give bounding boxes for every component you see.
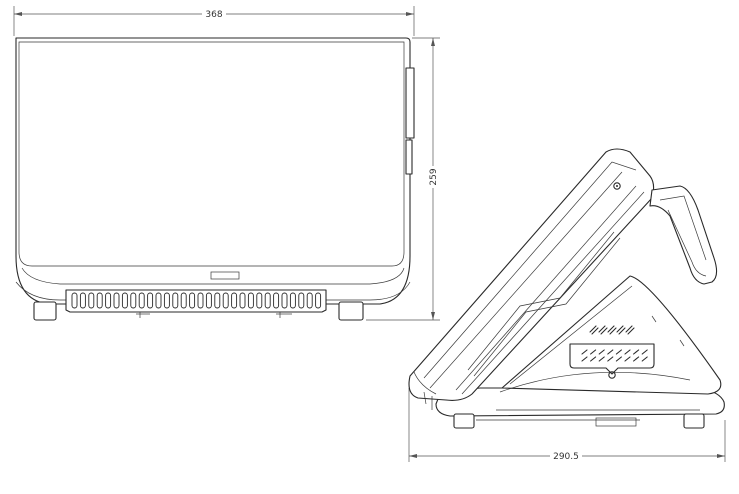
side-view: 290.5 xyxy=(408,148,726,462)
front-view: 368 259 xyxy=(13,6,440,321)
vent-slot xyxy=(625,325,633,333)
vent-slot xyxy=(231,292,238,309)
vent-slot xyxy=(71,292,78,309)
vent-slot xyxy=(615,356,622,362)
vent-slot xyxy=(607,356,614,362)
vent-slot xyxy=(591,327,599,335)
vent-slot xyxy=(273,292,280,309)
dimension-height-label: 259 xyxy=(429,168,439,185)
vent-slot xyxy=(641,349,648,355)
vent-slot xyxy=(607,325,615,333)
dimension-depth: 290.5 xyxy=(408,388,726,462)
vent-slot xyxy=(589,325,597,333)
vent-slot xyxy=(138,292,145,309)
vent-slot xyxy=(214,292,221,309)
dimension-depth-label: 290.5 xyxy=(553,452,579,462)
vent-slot xyxy=(624,349,631,355)
vent-slot xyxy=(256,292,263,309)
vent-slot xyxy=(180,292,187,309)
vent-slot xyxy=(155,292,162,309)
vent-slot xyxy=(581,356,588,362)
vent-slot xyxy=(618,327,626,335)
vent-slot xyxy=(247,292,254,309)
vent-slot xyxy=(624,356,631,362)
vent-slot xyxy=(289,292,296,309)
vent-slot xyxy=(163,292,170,309)
vent-slot xyxy=(315,292,322,309)
vent-slot xyxy=(113,292,120,309)
dimension-width-label: 368 xyxy=(205,10,222,20)
stand-vent-slots xyxy=(589,325,635,335)
vent-slot xyxy=(600,327,608,335)
vent-slot xyxy=(79,292,86,309)
vent-slot xyxy=(222,292,229,309)
vent-slot xyxy=(88,292,95,309)
vent-slot xyxy=(590,349,597,355)
vent-slot xyxy=(641,356,648,362)
vent-slot xyxy=(130,292,137,309)
vent-slot xyxy=(197,292,204,309)
vent-slot xyxy=(172,292,179,309)
vent-slot xyxy=(96,292,103,309)
vent-slot xyxy=(598,325,606,333)
vent-slot xyxy=(609,327,617,335)
vent-slot xyxy=(298,292,305,309)
vent-slot xyxy=(306,292,313,309)
vent-slot xyxy=(189,292,196,309)
vent-slot xyxy=(607,349,614,355)
vent-slot xyxy=(633,349,640,355)
vent-slot xyxy=(598,349,605,355)
vent-slot xyxy=(616,325,624,333)
vent-slot xyxy=(633,356,640,362)
vent-slot xyxy=(598,356,605,362)
dimension-height: 259 xyxy=(366,37,440,321)
vent-slot xyxy=(281,292,288,309)
vent-slot xyxy=(105,292,112,309)
vent-slot xyxy=(121,292,128,309)
vent-slot xyxy=(147,292,154,309)
dimension-width: 368 xyxy=(13,6,415,36)
vent-slot xyxy=(615,349,622,355)
vent-slot xyxy=(627,327,635,335)
vent-slot xyxy=(590,356,597,362)
front-vent-slots xyxy=(71,292,322,309)
vent-slot xyxy=(205,292,212,309)
vent-slot xyxy=(264,292,271,309)
vent-slot xyxy=(239,292,246,309)
vent-slot xyxy=(581,349,588,355)
